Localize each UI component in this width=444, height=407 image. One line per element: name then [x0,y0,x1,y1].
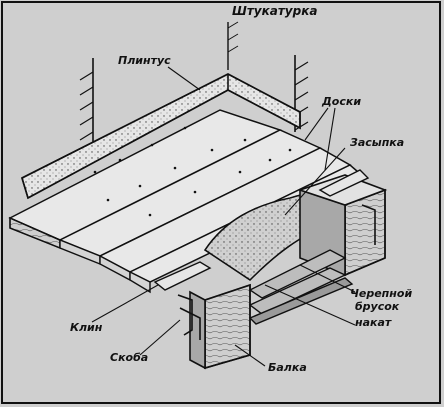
label-deck: накат [355,316,392,329]
label-cranial-bar-line1: Черепной [350,287,413,300]
front-beam [189,283,251,370]
nails [93,126,292,217]
plaster-line [227,21,239,70]
board-ends [9,216,151,294]
baseboard-shape [21,73,301,200]
left-wall [79,58,94,142]
label-clamp: Скоба [110,351,149,364]
label-beam: Балка [268,361,307,374]
label-cranial-bar-line2: брусок [355,300,400,313]
label-boards: Доски [322,95,362,108]
label-baseboard: Плинтус [118,54,171,67]
label-backfill: Засыпка [350,136,405,149]
clamps [177,204,376,340]
label-wedge: Клин [70,321,103,334]
label-plaster: Штукатурка [232,4,318,18]
wedges [153,169,370,291]
deck-planks [248,249,347,315]
leader-lines [91,66,356,367]
